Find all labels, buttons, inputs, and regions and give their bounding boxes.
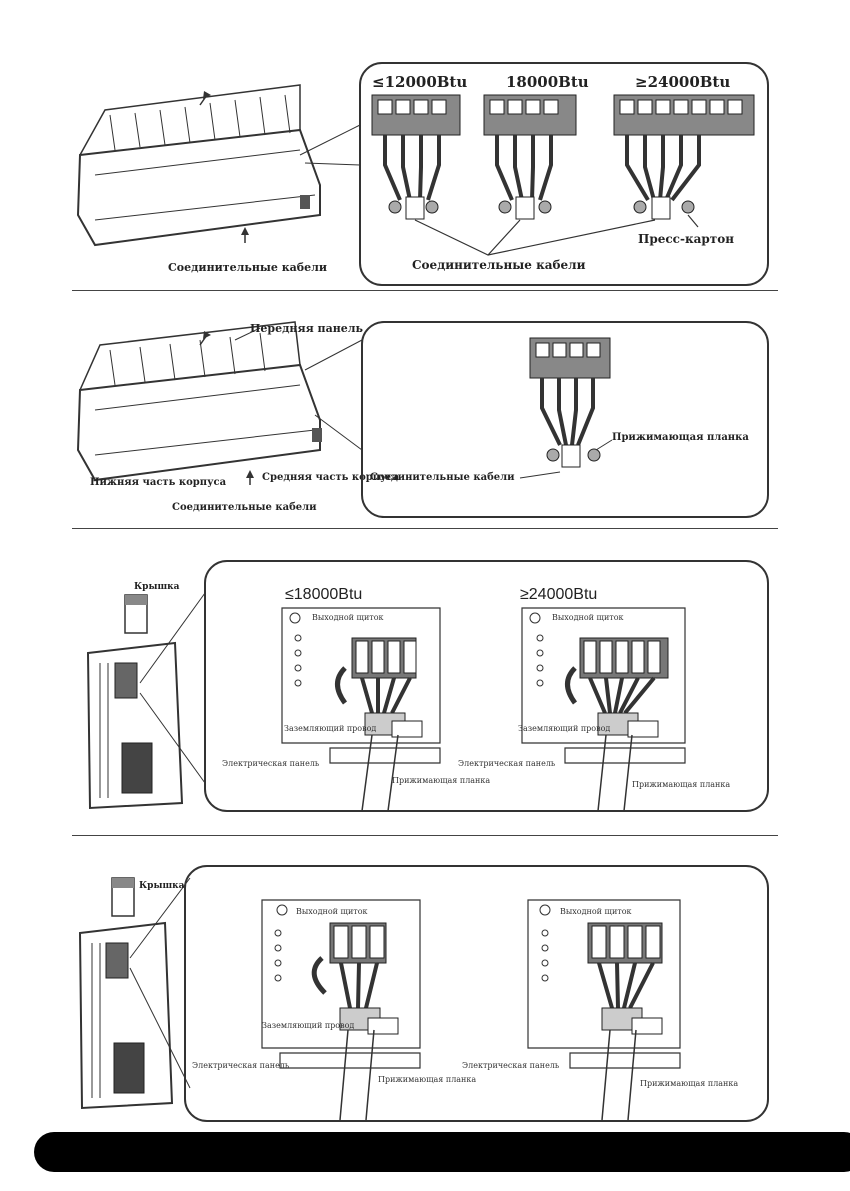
- divider-3: [72, 835, 778, 836]
- lower-body-label: Нижняя часть корпуса: [90, 477, 227, 488]
- detail-cable-label: Соединительные кабели: [370, 472, 515, 483]
- left-clamp-label: Прижимающая планка: [378, 1075, 476, 1084]
- right-board-illustration: [521, 607, 686, 812]
- left-board-label: Выходной щиток: [296, 907, 368, 916]
- left-clamp-label: Прижимающая планка: [392, 776, 490, 785]
- section-indoor-wiring: Соединительные кабели ≤12000Btu 18000Btu…: [0, 55, 850, 290]
- left-board-illustration: [281, 607, 441, 812]
- right-wire-label: Заземляющий провод: [518, 724, 610, 733]
- cable-label: Соединительные кабели: [172, 502, 317, 513]
- cover-label: Крышка: [139, 881, 185, 891]
- cover-label: Крышка: [134, 582, 180, 592]
- left-wire-label: Заземляющий провод: [284, 724, 376, 733]
- right-panel-label: Электрическая панель: [462, 1061, 560, 1070]
- detail-callout-box: [361, 321, 769, 518]
- left-panel-label: Электрическая панель: [222, 759, 320, 768]
- right-board-illustration: [527, 899, 681, 1121]
- header-24000btu: ≥24000Btu: [635, 73, 730, 91]
- press-carton-label: Пресс-картон: [638, 232, 734, 246]
- detail-cable-label: Соединительные кабели: [412, 258, 586, 272]
- outdoor-unit-illustration: [86, 592, 206, 810]
- right-board-label: Выходной щиток: [552, 613, 624, 622]
- right-clamp-label: Прижимающая планка: [632, 780, 730, 789]
- section-indoor-panel: Передняя панель Нижняя часть корпуса Сре…: [0, 300, 850, 525]
- header-24000btu: ≥24000Btu: [520, 586, 597, 603]
- clamp-label: Прижимающая планка: [612, 432, 749, 443]
- left-wire-label: Заземляющий провод: [262, 1021, 354, 1030]
- divider-2: [72, 528, 778, 529]
- right-panel-label: Электрическая панель: [458, 759, 556, 768]
- header-18000btu: 18000Btu: [506, 73, 589, 91]
- terminal-block-large: [613, 94, 755, 220]
- header-18000btu: ≤18000Btu: [285, 586, 362, 603]
- left-board-label: Выходной щиток: [312, 613, 384, 622]
- detail-callout-box: [359, 62, 769, 286]
- left-panel-label: Электрическая панель: [192, 1061, 290, 1070]
- left-board-illustration: [261, 899, 421, 1121]
- right-board-label: Выходной щиток: [560, 907, 632, 916]
- terminal-block-small: [371, 94, 461, 220]
- header-12000btu: ≤12000Btu: [372, 73, 467, 91]
- outdoor-unit-illustration: [78, 877, 191, 1110]
- divider-1: [72, 290, 778, 291]
- indoor-unit-open-illustration: [76, 321, 363, 485]
- detail-callout-box: [204, 560, 769, 812]
- middle-body-label: Средняя часть корпуса: [262, 472, 400, 483]
- terminal-block: [529, 337, 611, 468]
- footer-bar: [34, 1132, 850, 1172]
- section-outdoor-wiring-a: Крышка ≤18000Btu ≥24000Btu Выходной щито…: [0, 553, 850, 823]
- terminal-block-medium: [483, 94, 577, 220]
- detail-callout-box: [184, 865, 769, 1122]
- section-outdoor-wiring-b: Крышка Выходной щиток Заземляющий провод…: [0, 858, 850, 1126]
- indoor-unit-illustration: [76, 84, 361, 247]
- unit-cable-label: Соединительные кабели: [168, 261, 327, 274]
- front-panel-label: Передняя панель: [250, 322, 364, 335]
- right-clamp-label: Прижимающая планка: [640, 1079, 738, 1088]
